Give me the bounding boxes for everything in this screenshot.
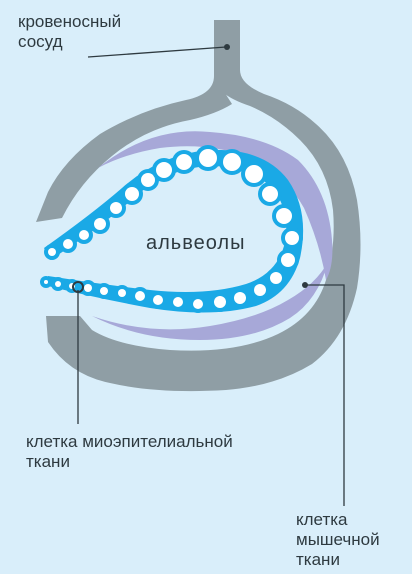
epithelial-cell-core — [234, 292, 246, 304]
pointer-dot-muscle — [302, 282, 308, 288]
epithelial-cell-core — [276, 208, 292, 224]
epithelial-cell-core — [262, 186, 278, 202]
epithelial-cell-core — [110, 202, 122, 214]
label-alveoli: альвеолы — [146, 232, 245, 255]
epithelial-cell-core — [84, 284, 92, 292]
label-myoepithelial-cell: клетка миоэпителиальной ткани — [26, 432, 233, 472]
epithelial-cell-core — [79, 230, 89, 240]
epithelial-cell-core — [156, 162, 172, 178]
epithelial-cell-core — [153, 295, 163, 305]
label-blood-vessel: кровеносный сосуд — [18, 12, 121, 52]
epithelial-cell-core — [193, 299, 203, 309]
epithelial-cell-core — [48, 248, 56, 256]
epithelial-cell-core — [135, 291, 145, 301]
epithelial-cell-core — [176, 154, 192, 170]
epithelial-cell-core — [270, 272, 282, 284]
epithelial-cell-core — [223, 153, 241, 171]
epithelial-cell-core — [100, 287, 108, 295]
epithelial-cell-core — [118, 289, 126, 297]
epithelial-cell-core — [281, 253, 295, 267]
epithelial-cell-core — [173, 297, 183, 307]
epithelial-cell-core — [55, 281, 61, 287]
epithelial-cell-core — [63, 239, 73, 249]
epithelial-cell-core — [254, 284, 266, 296]
epithelial-cell-core — [285, 231, 299, 245]
epithelial-cell-core — [199, 149, 217, 167]
epithelial-cell-core — [141, 173, 155, 187]
label-muscle-cell: клетка мышечной ткани — [296, 510, 380, 570]
epithelial-cell-core — [94, 218, 106, 230]
epithelial-cell-core — [44, 280, 48, 284]
epithelial-cell-core — [125, 187, 139, 201]
pointer-dot-blood-vessel — [224, 44, 230, 50]
epithelial-cell-core — [214, 296, 226, 308]
epithelial-cell-core — [245, 165, 263, 183]
